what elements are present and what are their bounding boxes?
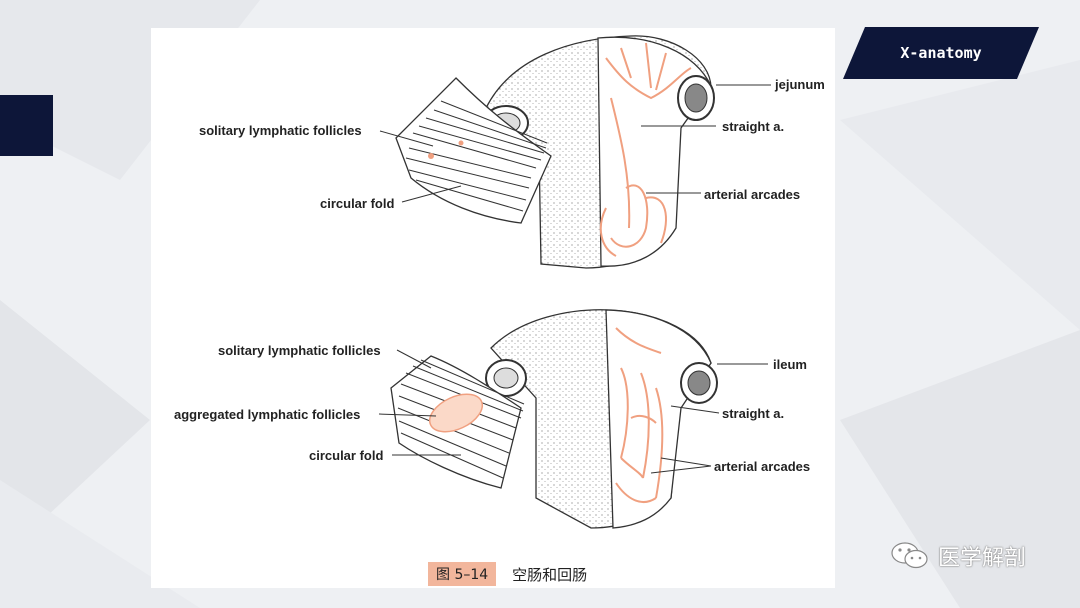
label-solitary-follicles-top: solitary lymphatic follicles [199,123,362,138]
figure-number: 图 5–14 [428,562,497,586]
label-arterial-arcades-top: arterial arcades [704,187,801,202]
ileum-illustration [390,309,718,529]
watermark: 医学解剖 [890,540,1026,572]
label-aggregated-follicles: aggregated lymphatic follicles [174,407,361,422]
figure-title: 空肠和回肠 [512,565,588,584]
intestine-illustration [378,35,771,529]
watermark-text: 医学解剖 [938,546,1027,571]
label-solitary-follicles-bottom: solitary lymphatic follicles [218,343,381,358]
tag-banner [843,27,1039,79]
wechat-icon [891,542,928,569]
label-circular-fold-top: circular fold [320,196,395,211]
label-ileum: ileum [773,357,807,372]
label-circular-fold-bottom: circular fold [309,448,384,463]
side-accent-block [0,95,53,156]
label-arterial-arcades-bottom: arterial arcades [714,459,811,474]
jejunum-illustration [395,35,715,269]
label-straight-artery-bottom: straight a. [722,406,785,421]
figure-caption: 图 5–14 空肠和回肠 [428,562,587,586]
label-straight-artery-top: straight a. [722,119,785,134]
anatomy-figure: solitary lymphatic follicles circular fo… [151,28,835,588]
tag-label: X-anatomy [900,44,982,62]
label-jejunum: jejunum [775,77,825,92]
